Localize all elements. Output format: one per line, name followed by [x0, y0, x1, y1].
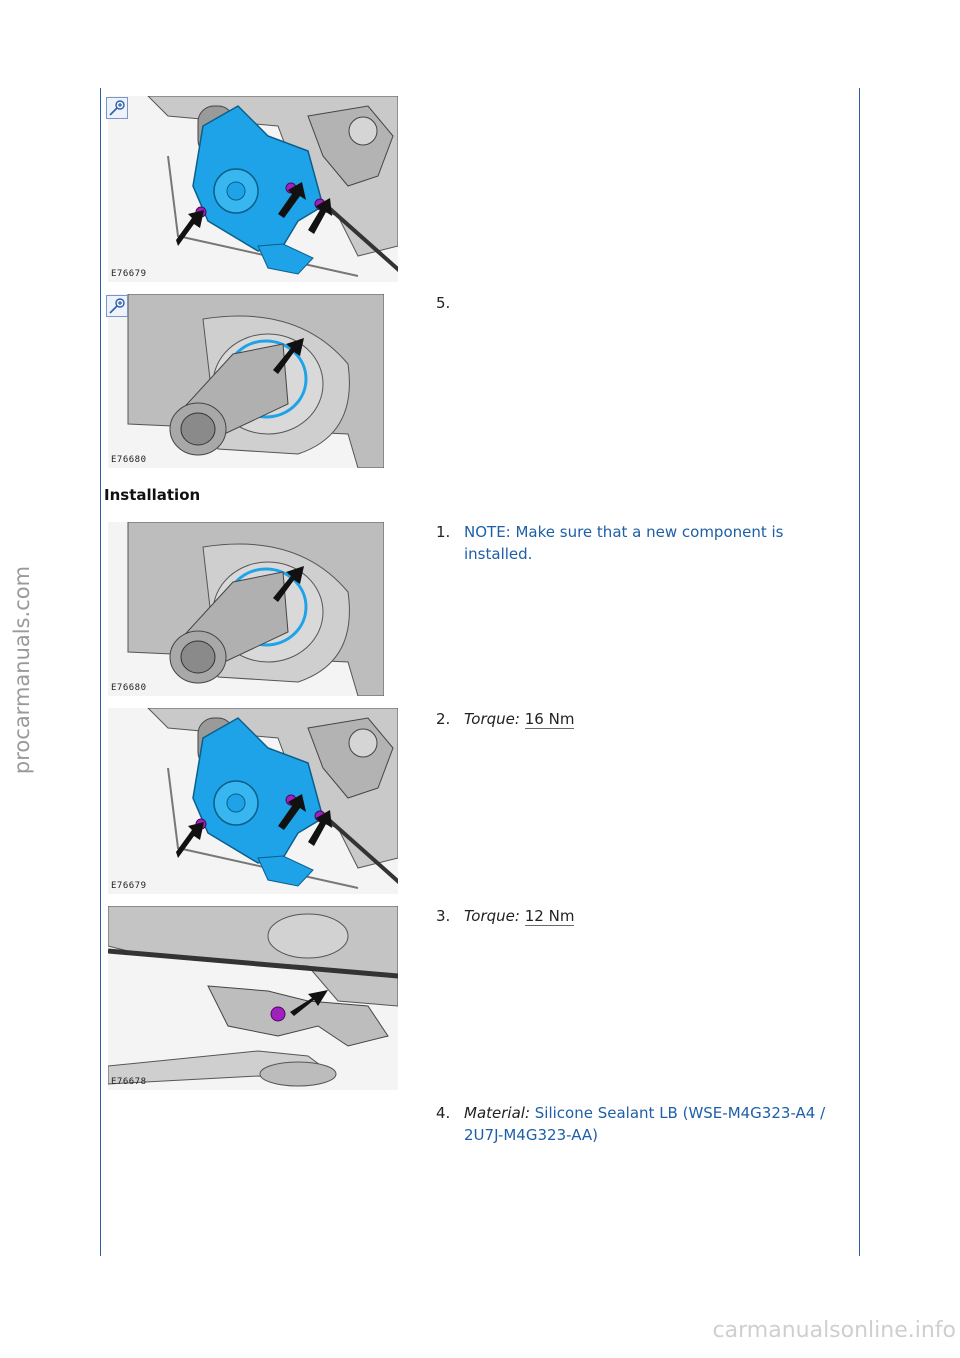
torque-value[interactable]: 16 Nm [524, 710, 575, 729]
left-frame-line [100, 88, 101, 1256]
figure-oil-pickup-tube[interactable]: E76678 [108, 906, 398, 1090]
torque-label: Torque: [464, 907, 520, 925]
figure-code: E76679 [111, 881, 147, 891]
figure-crankshaft-seal-removal[interactable]: E76680 [108, 294, 384, 468]
oil-pump-illustration [108, 96, 398, 282]
figure-crankshaft-seal-installation[interactable]: E76680 [108, 522, 384, 696]
installation-step-2: 2. Torque: 16 Nm [436, 708, 856, 730]
step-note: NOTE: Make sure that a new component is … [464, 523, 784, 563]
step-number: 3. [436, 907, 451, 925]
torque-value[interactable]: 12 Nm [524, 907, 575, 926]
figure-oil-pump-removal[interactable]: E76679 [108, 96, 398, 282]
step-number: 5. [436, 294, 451, 312]
figure-code: E76679 [111, 269, 147, 279]
material-label: Material: [464, 1104, 530, 1122]
right-frame-line [859, 88, 860, 1256]
material-value: Silicone Sealant LB (WSE-M4G323-A4 / 2U7… [464, 1104, 826, 1144]
side-watermark: procarmanuals.com [2, 560, 42, 780]
installation-step-1: 1. NOTE: Make sure that a new component … [436, 521, 856, 565]
crankshaft-seal-illustration [108, 294, 384, 468]
step-number: 4. [436, 1104, 451, 1122]
zoom-in-icon[interactable] [106, 97, 128, 119]
figure-code: E76680 [111, 455, 147, 465]
torque-label: Torque: [464, 710, 520, 728]
side-watermark-text: procarmanuals.com [10, 565, 34, 775]
bottom-watermark: carmanualsonline.info [712, 1318, 956, 1343]
step-number: 1. [436, 523, 451, 541]
installation-step-3: 3. Torque: 12 Nm [436, 905, 856, 927]
section-heading: Installation [104, 486, 201, 504]
figure-code: E76678 [111, 1077, 147, 1087]
step-number: 2. [436, 710, 451, 728]
oil-pump-illustration [108, 708, 398, 894]
crankshaft-seal-illustration [108, 522, 384, 696]
figure-code: E76680 [111, 683, 147, 693]
figure-oil-pump-installation[interactable]: E76679 [108, 708, 398, 894]
oil-pickup-tube-illustration [108, 906, 398, 1090]
zoom-in-icon[interactable] [106, 295, 128, 317]
installation-step-4: 4. Material: Silicone Sealant LB (WSE-M4… [436, 1102, 856, 1146]
